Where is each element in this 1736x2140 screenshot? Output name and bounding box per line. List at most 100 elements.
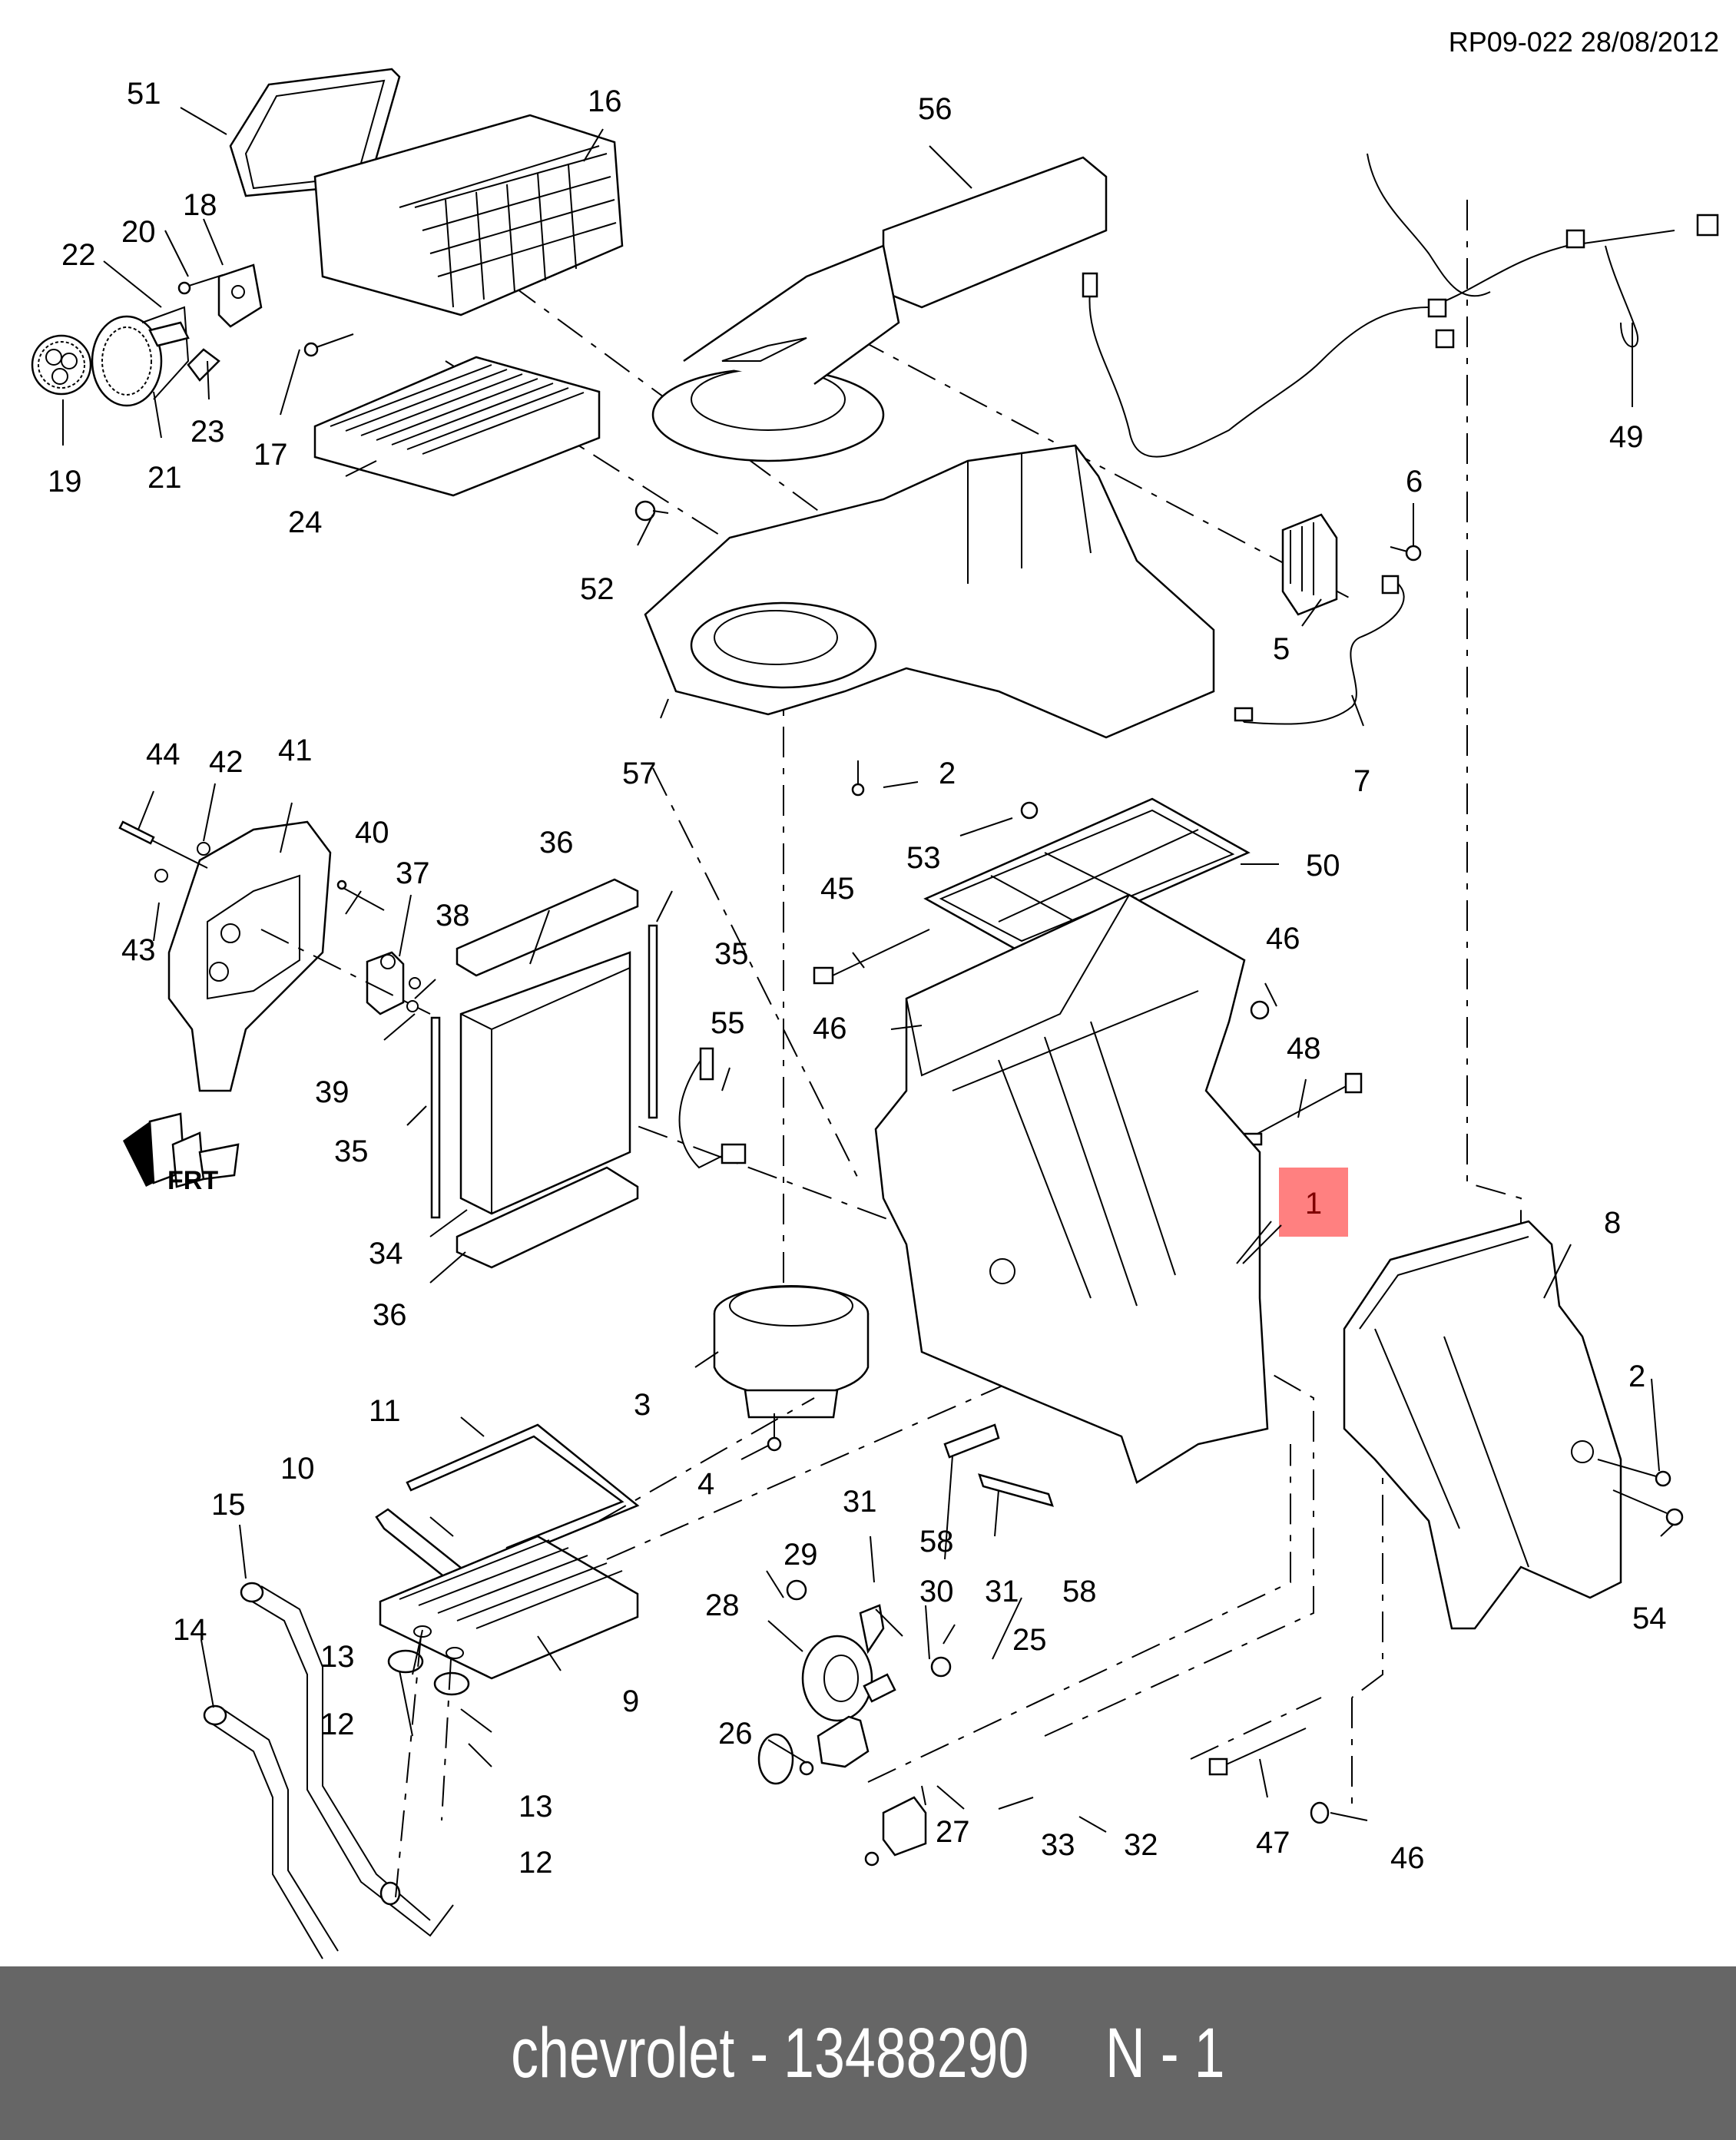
callout-2-lower[interactable]: 2 [1628, 1360, 1645, 1393]
part-46-grommet-c[interactable] [1310, 1801, 1330, 1824]
callout-23[interactable]: 23 [190, 415, 225, 449]
callout-7[interactable]: 7 [1353, 764, 1370, 798]
callout-44[interactable]: 44 [146, 737, 181, 771]
callout-50[interactable]: 50 [1306, 849, 1340, 883]
callout-52[interactable]: 52 [580, 572, 615, 606]
part-27-screw[interactable] [799, 1761, 814, 1776]
callout-13-upper[interactable]: 13 [320, 1640, 355, 1674]
callout-15[interactable]: 15 [211, 1488, 246, 1522]
part-54-screw[interactable] [1612, 1489, 1684, 1526]
callout-22[interactable]: 22 [61, 238, 96, 272]
part-2-screw-upper[interactable] [851, 760, 865, 797]
part-29-arm[interactable] [859, 1604, 885, 1655]
callout-6[interactable]: 6 [1406, 465, 1423, 499]
part-25-actuator[interactable] [817, 1715, 870, 1768]
callout-35-right[interactable]: 35 [714, 937, 749, 971]
callout-43[interactable]: 43 [121, 933, 156, 967]
callout-53[interactable]: 53 [906, 841, 941, 875]
part-31-pin-a[interactable] [786, 1579, 807, 1601]
callout-41[interactable]: 41 [278, 734, 313, 767]
callout-30[interactable]: 30 [919, 1575, 954, 1608]
callout-47[interactable]: 47 [1256, 1826, 1290, 1860]
part-39-o-ring[interactable] [406, 1000, 419, 1012]
part-30-link[interactable] [863, 1673, 896, 1703]
callout-9[interactable]: 9 [622, 1685, 639, 1718]
part-49-wiring-harness[interactable] [1082, 153, 1719, 458]
part-lower-blower-case[interactable] [644, 444, 1215, 739]
callout-26[interactable]: 26 [718, 1717, 753, 1751]
part-36-bracket-bottom[interactable] [456, 1166, 639, 1269]
part-7-harness[interactable] [1234, 575, 1405, 725]
part-37-expansion-valve[interactable] [366, 951, 405, 1015]
part-20-screw[interactable] [177, 274, 224, 295]
part-58-seal-a[interactable] [943, 1423, 1000, 1459]
callout-46-bottom[interactable]: 46 [1390, 1841, 1425, 1875]
part-55-temperature-sensor[interactable] [678, 1047, 747, 1169]
callout-8[interactable]: 8 [1604, 1206, 1621, 1240]
part-35-seal-right[interactable] [648, 924, 658, 1119]
part-53-nut[interactable] [1020, 801, 1039, 820]
part-42-clip[interactable] [197, 842, 210, 856]
part-28-gear[interactable] [801, 1635, 873, 1722]
callout-36-top[interactable]: 36 [539, 826, 574, 860]
callout-58-left[interactable]: 58 [919, 1525, 954, 1559]
part-9-heater-core[interactable] [379, 1535, 639, 1680]
callout-56[interactable]: 56 [918, 92, 952, 126]
callout-34[interactable]: 34 [369, 1237, 403, 1270]
part-19-gear[interactable] [31, 334, 92, 396]
part-33-screw[interactable] [864, 1851, 880, 1867]
part-11-seal[interactable] [406, 1423, 640, 1561]
callout-29[interactable]: 29 [784, 1538, 818, 1572]
part-50-filter-frame[interactable] [923, 797, 1251, 954]
part-23-bracket[interactable] [187, 348, 220, 382]
callout-4[interactable]: 4 [697, 1467, 714, 1501]
part-48-sensor-rod[interactable] [1241, 1072, 1363, 1146]
part-3-blower-motor[interactable] [713, 1285, 870, 1419]
callout-48[interactable]: 48 [1287, 1032, 1321, 1065]
callout-21[interactable]: 21 [147, 461, 182, 495]
part-52-push-clip[interactable] [634, 500, 669, 522]
part-22-lever[interactable] [148, 321, 190, 347]
part-12-clamp-b[interactable] [433, 1671, 470, 1696]
part-34-evaporator-core[interactable] [459, 951, 631, 1215]
part-6-screw[interactable] [1390, 545, 1422, 562]
callout-58-right[interactable]: 58 [1062, 1575, 1097, 1608]
part-44-stud[interactable] [118, 820, 208, 869]
part-17-screw[interactable] [303, 333, 354, 357]
part-38-o-ring[interactable] [409, 977, 421, 989]
callout-31-upper[interactable]: 31 [843, 1485, 877, 1519]
callout-45[interactable]: 45 [820, 872, 855, 906]
part-41-seal-plate[interactable] [167, 820, 332, 1092]
callout-3[interactable]: 3 [634, 1388, 651, 1422]
callout-39[interactable]: 39 [315, 1075, 350, 1109]
callout-24[interactable]: 24 [288, 505, 323, 539]
callout-33[interactable]: 33 [1041, 1828, 1075, 1862]
callout-32[interactable]: 32 [1124, 1828, 1158, 1862]
callout-54[interactable]: 54 [1632, 1602, 1667, 1635]
callout-11[interactable]: 11 [369, 1394, 401, 1428]
callout-38[interactable]: 38 [436, 899, 470, 933]
callout-46-right[interactable]: 46 [1266, 922, 1300, 956]
callout-46-left[interactable]: 46 [813, 1012, 847, 1045]
callout-14[interactable]: 14 [173, 1613, 207, 1647]
callout-49[interactable]: 49 [1609, 420, 1644, 454]
callout-42[interactable]: 42 [209, 745, 244, 779]
part-36-bracket-top[interactable] [456, 878, 639, 977]
callout-16[interactable]: 16 [588, 84, 622, 118]
part-43-clip[interactable] [154, 869, 168, 883]
callout-28[interactable]: 28 [705, 1588, 740, 1622]
callout-37[interactable]: 37 [396, 856, 430, 890]
callout-40[interactable]: 40 [355, 816, 389, 850]
part-31-pin-b[interactable] [930, 1656, 952, 1678]
part-24-cabin-filter[interactable] [313, 356, 601, 497]
callout-27[interactable]: 27 [936, 1815, 970, 1849]
callout-19[interactable]: 19 [48, 465, 82, 499]
part-46-grommet-b[interactable] [1250, 1000, 1270, 1020]
part-18-actuator[interactable] [217, 263, 263, 328]
callout-13-lower[interactable]: 13 [518, 1790, 553, 1824]
part-2-screw-lower[interactable] [1597, 1459, 1671, 1487]
part-58-seal-b[interactable] [978, 1473, 1054, 1507]
part-56-air-inlet-duct[interactable] [651, 156, 1108, 462]
part-15-heater-hose[interactable] [240, 1582, 454, 1937]
part-47-sensor[interactable] [1208, 1728, 1307, 1776]
